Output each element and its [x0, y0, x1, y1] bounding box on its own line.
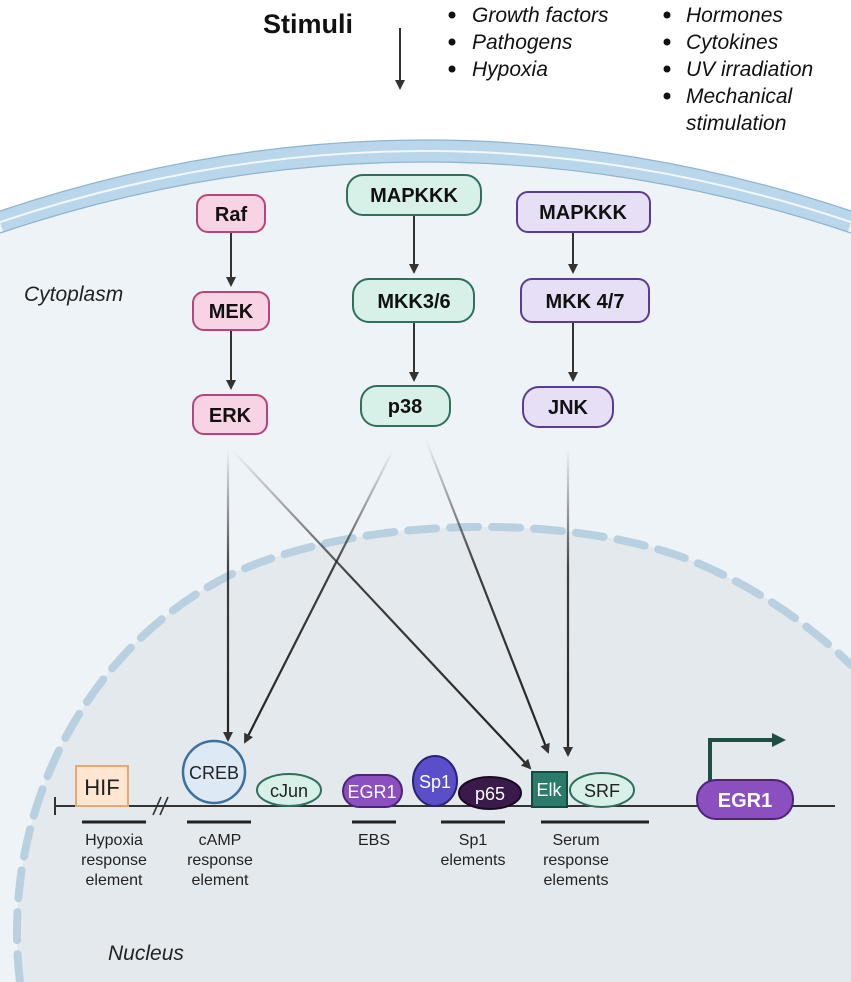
mapkkk-p38-box: [346, 174, 482, 216]
stimuli-title: Stimuli: [263, 9, 353, 39]
stimulus-mechanical: Mechanical: [686, 85, 794, 108]
hif-label: HIF: [84, 775, 119, 800]
p65-label: p65: [475, 784, 505, 804]
membrane-mid-line: [0, 150, 851, 223]
creb-circle: [181, 739, 247, 805]
bullet: [663, 92, 671, 100]
egr1-gene-box: [696, 779, 794, 820]
jnk-box: [522, 386, 614, 428]
creb-label: CREB: [189, 763, 239, 783]
mkk47-label: MKK 4/7: [546, 291, 625, 313]
stimulus-hormones: Hormones: [686, 4, 783, 27]
bullet: [448, 38, 456, 46]
jnk-label: JNK: [548, 397, 589, 419]
svg-text:elements: elements: [544, 872, 609, 889]
srf-ellipse: [569, 772, 635, 808]
svg-text:Sp1: Sp1: [459, 832, 488, 849]
mapkkk-jnk-label: MAPKKK: [539, 202, 627, 224]
stimulus-cytokines: Cytokines: [686, 31, 779, 54]
sp1-label: Sp1: [419, 772, 451, 792]
sre-caption: Serum response elements: [543, 832, 609, 889]
svg-text:element: element: [192, 872, 249, 889]
bullet: [448, 65, 456, 73]
egr1-gene-label: EGR1: [718, 790, 772, 812]
arrow-p38-elk: [424, 439, 550, 754]
bullet: [663, 11, 671, 19]
membrane-inner-line: [0, 161, 851, 234]
ebs-caption: EBS: [358, 832, 390, 849]
stimulus-growth-factors: Growth factors: [472, 4, 609, 27]
raf-label: Raf: [215, 204, 248, 226]
stimulus-pathogens: Pathogens: [472, 31, 573, 54]
egr1-small-label: EGR1: [347, 782, 396, 802]
mkk36-box: [352, 278, 475, 323]
arrow-erk-elk: [231, 449, 532, 770]
cjun-label: cJun: [270, 781, 308, 801]
mkk47-box: [520, 278, 650, 323]
transcription-start-arrow: [708, 733, 786, 786]
nucleus-region: [17, 526, 851, 982]
mkk36-label: MKK3/6: [377, 291, 450, 313]
elk-label: Elk: [536, 780, 562, 800]
p38-box: [360, 385, 451, 427]
mek-box: [192, 291, 270, 331]
p65-ellipse: [458, 776, 522, 810]
stimulus-hypoxia: Hypoxia: [472, 58, 548, 81]
stimulus-mechanical-cont: stimulation: [686, 112, 786, 135]
cjun-ellipse: [256, 773, 322, 807]
egr1-small-box: [342, 774, 403, 808]
bullet: [448, 11, 456, 19]
sp1-ellipse: [412, 755, 458, 807]
p38-label: p38: [388, 396, 422, 418]
cre-caption: cAMP response element: [187, 832, 253, 889]
dna-break-mark: [152, 796, 169, 816]
arrow-p38-creb: [244, 449, 394, 744]
elk-box: [531, 771, 568, 808]
hif-box: [75, 765, 129, 807]
srf-label: SRF: [584, 781, 620, 801]
cytoplasm-label: Cytoplasm: [24, 283, 123, 306]
mek-label: MEK: [209, 301, 254, 323]
erk-box: [192, 394, 268, 435]
svg-text:Hypoxia: Hypoxia: [85, 832, 143, 849]
svg-text:Serum: Serum: [552, 832, 599, 849]
membrane-outer-line: [0, 139, 851, 212]
stimuli-list-right: Hormones Cytokines UV irradiation Mechan…: [663, 4, 813, 135]
svg-text:response: response: [543, 852, 609, 869]
mapkkk-p38-label: MAPKKK: [370, 185, 458, 207]
svg-text:element: element: [86, 872, 143, 889]
mapkkk-jnk-box: [516, 191, 651, 233]
svg-text:EBS: EBS: [358, 832, 390, 849]
svg-text:elements: elements: [441, 852, 506, 869]
hre-caption: Hypoxia response element: [81, 832, 147, 889]
sp1-elements-caption: Sp1 elements: [441, 832, 506, 869]
erk-label: ERK: [209, 405, 252, 427]
raf-box: [196, 194, 266, 233]
svg-text:response: response: [81, 852, 147, 869]
bullet: [663, 65, 671, 73]
svg-text:response: response: [187, 852, 253, 869]
nuclear-envelope: [13, 522, 851, 982]
stimuli-list-left: Growth factors Pathogens Hypoxia: [448, 4, 609, 81]
svg-text:cAMP: cAMP: [199, 832, 242, 849]
stimulus-uv: UV irradiation: [686, 58, 813, 81]
bullet: [663, 38, 671, 46]
nucleus-label: Nucleus: [108, 942, 184, 965]
